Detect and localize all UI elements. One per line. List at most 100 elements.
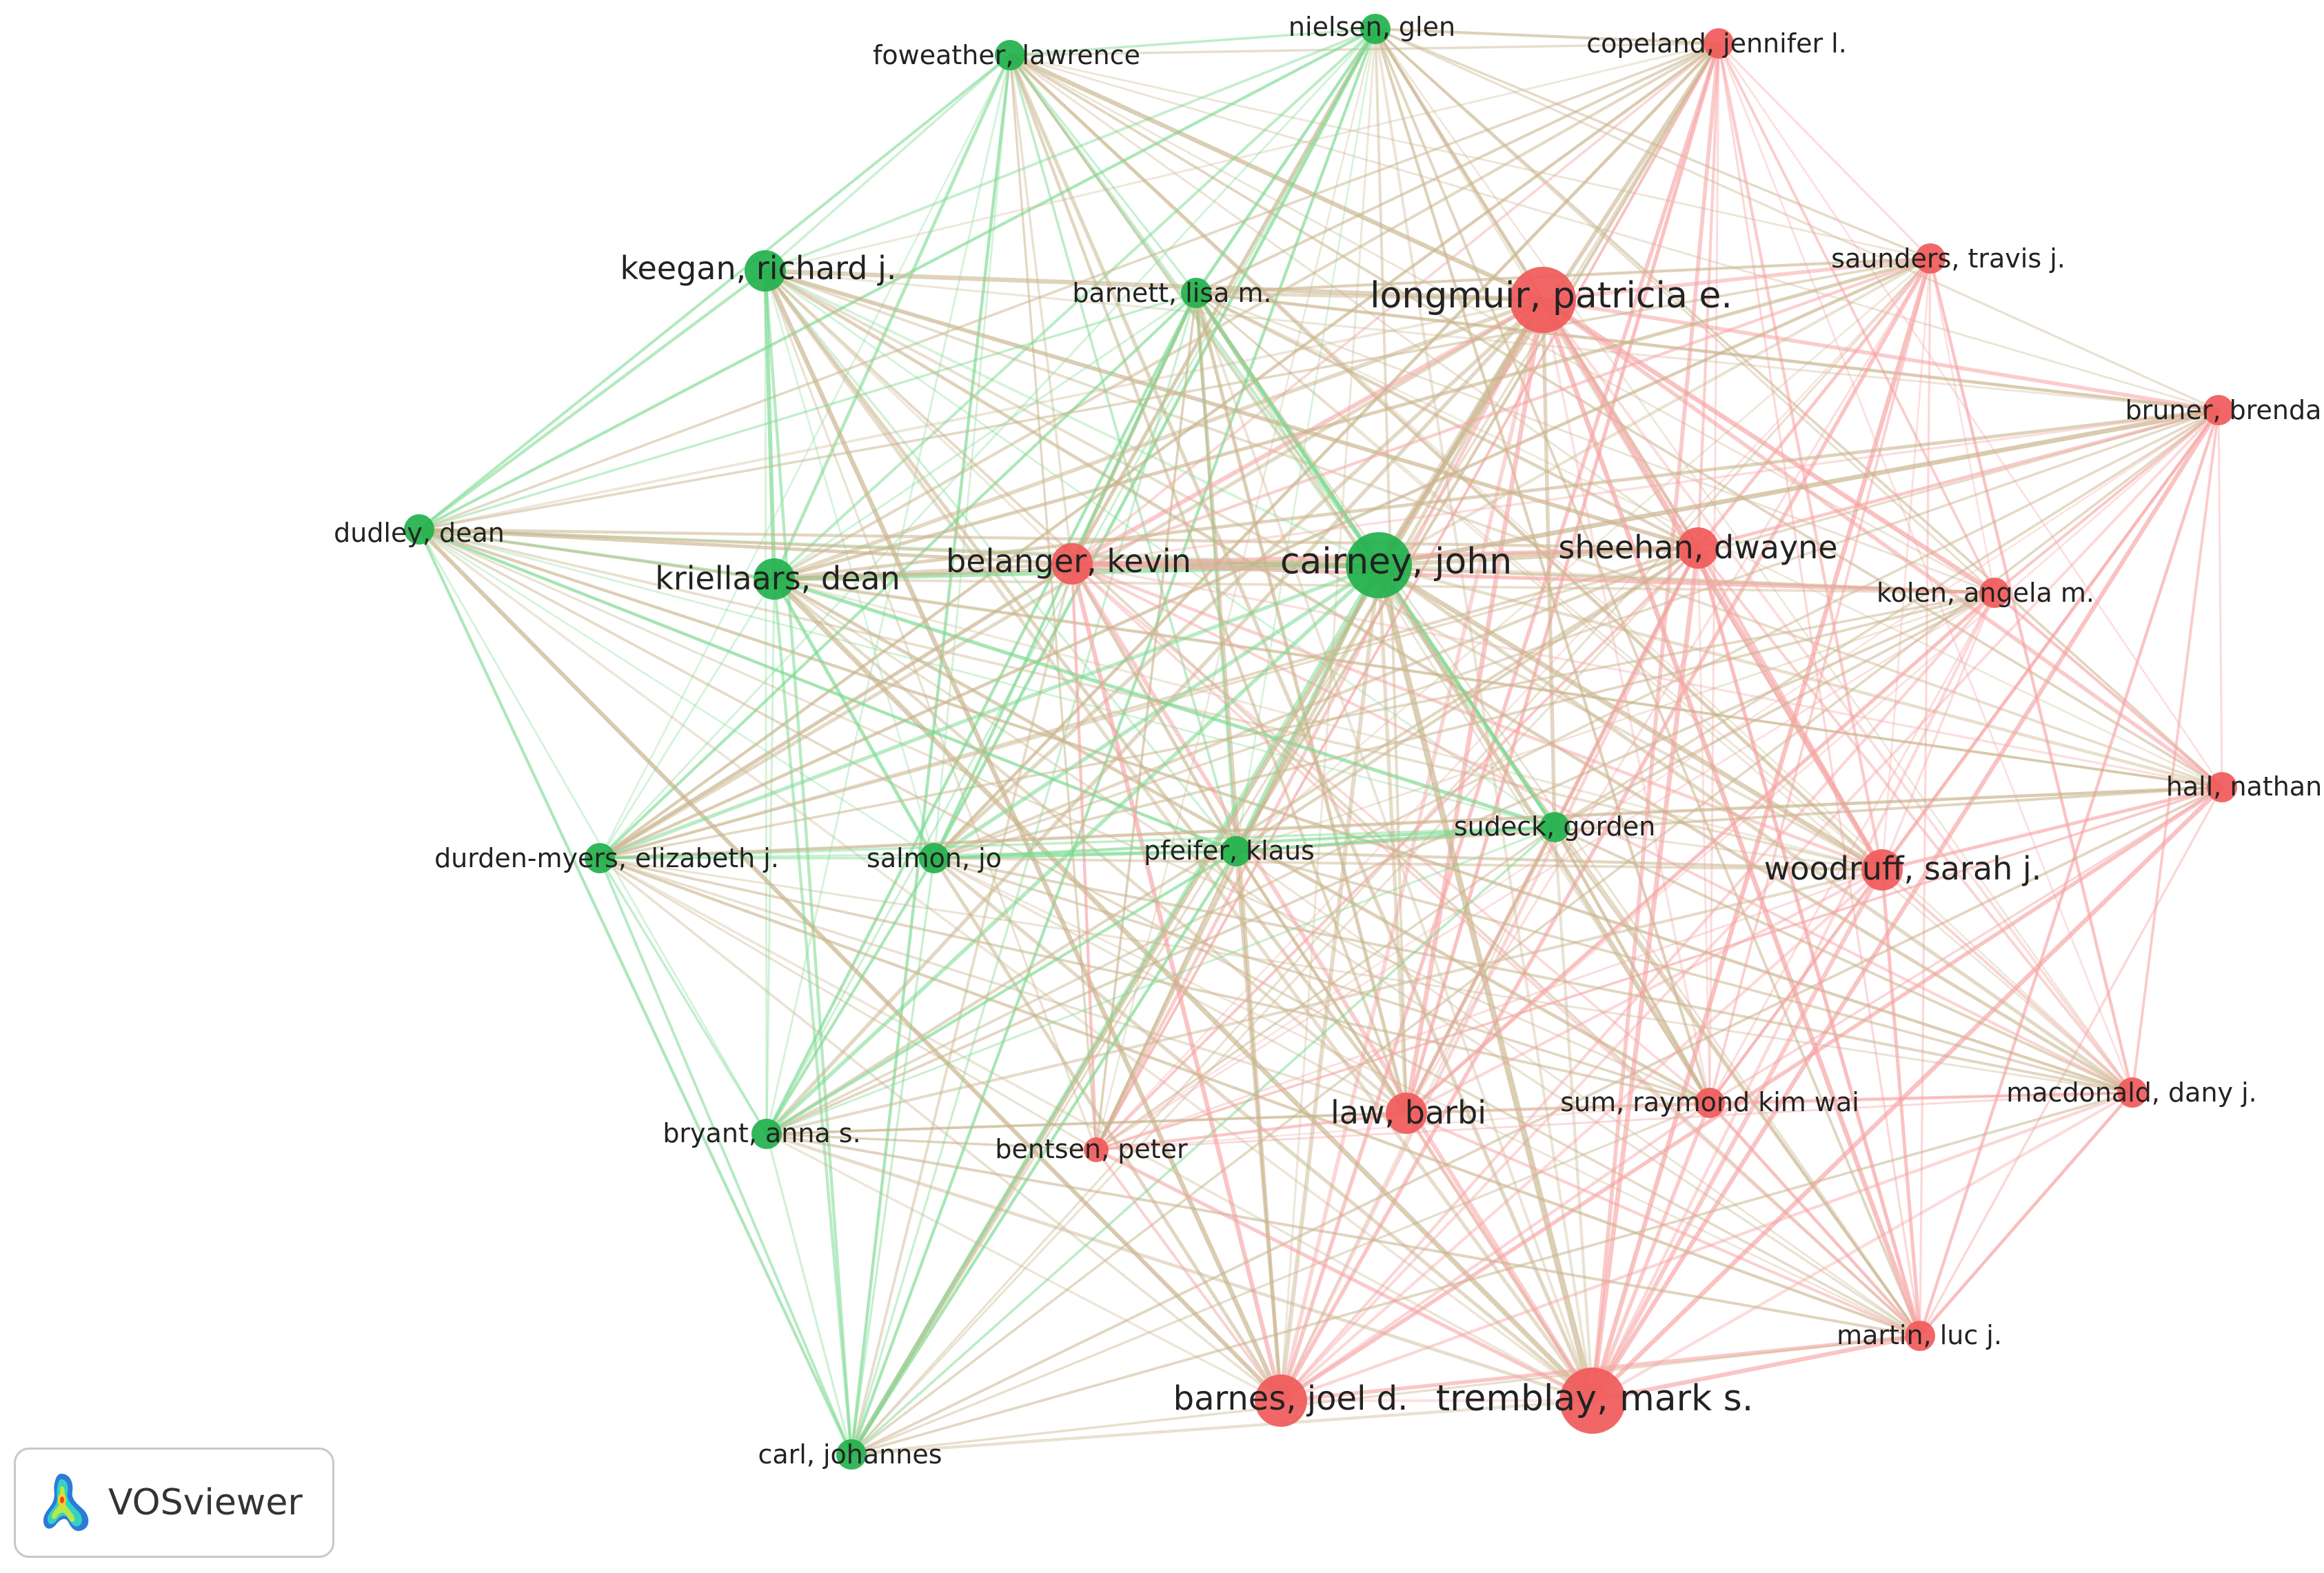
link-copeland-belanger: [1071, 42, 1720, 565]
link-copeland-bentsen: [1095, 42, 1720, 1151]
link-sheehan-tremblay: [1590, 545, 1701, 1403]
link-sudeck-woodruff: [1553, 826, 1883, 871]
node-cairney[interactable]: [1346, 532, 1412, 598]
link-sudeck-law: [1404, 825, 1557, 1115]
link-durden-law: [598, 857, 1408, 1115]
node-kriellaars[interactable]: [754, 558, 795, 600]
node-salmon[interactable]: [919, 843, 949, 873]
link-bruner-sheehan: [1696, 408, 2221, 550]
node-label-sheehan: sheehan, dwayne: [1558, 529, 1837, 566]
link-nielsen-martin: [1374, 28, 1921, 1337]
link-hall-barnes: [1279, 785, 2224, 1403]
vosviewer-badge: VOSviewer: [14, 1448, 334, 1558]
link-martin-tremblay: [1590, 1333, 1923, 1403]
node-martin[interactable]: [1905, 1321, 1935, 1351]
link-barnett-carl: [850, 292, 1198, 1456]
link-bruner-barnes: [1280, 409, 2220, 1402]
link-copeland-barnett: [1195, 42, 1720, 294]
link-cairney-woodruff: [1376, 562, 1885, 873]
link-bruner-martin: [1918, 408, 2221, 1338]
node-saunders[interactable]: [1915, 243, 1946, 274]
node-keegan[interactable]: [745, 250, 786, 292]
link-nielsen-macdonald: [1374, 28, 2134, 1094]
link-foweather-belanger: [1009, 54, 1073, 565]
link-bentsen-macdonald: [1095, 1091, 2134, 1151]
node-label-kriellaars: kriellaars, dean: [655, 560, 900, 597]
node-pfeifer[interactable]: [1221, 836, 1251, 866]
link-nielsen-kriellaars: [772, 27, 1377, 581]
link-kolen-salmon: [933, 591, 1996, 860]
link-durden-carl: [598, 857, 853, 1456]
link-foweather-carl: [849, 53, 1012, 1457]
link-barnett-bruner: [1194, 291, 2221, 412]
node-bryant[interactable]: [751, 1119, 782, 1149]
node-durden[interactable]: [585, 843, 615, 873]
link-longmuir-bentsen: [1094, 298, 1545, 1152]
node-belanger[interactable]: [1051, 543, 1093, 585]
node-sheehan[interactable]: [1677, 527, 1719, 569]
link-cairney-hall: [1377, 563, 2224, 789]
node-hall[interactable]: [2207, 772, 2237, 802]
link-salmon-woodruff: [933, 857, 1883, 871]
link-durden-bentsen: [598, 857, 1098, 1151]
node-macdonald[interactable]: [2117, 1077, 2148, 1108]
link-kriellaars-sudeck: [772, 577, 1557, 829]
node-woodruff[interactable]: [1861, 849, 1903, 891]
link-copeland-salmon: [932, 41, 1721, 860]
link-foweather-saunders: [1009, 54, 1932, 260]
node-label-tremblay: tremblay, mark s.: [1436, 1378, 1754, 1419]
link-kolen-bryant: [765, 591, 1996, 1135]
link-cairney-tremblay: [1375, 562, 1596, 1404]
link-cairney-salmon: [932, 563, 1381, 860]
node-label-carl: carl, johannes: [758, 1439, 942, 1470]
link-saunders-sheehan: [1696, 256, 1932, 550]
node-copeland[interactable]: [1704, 28, 1734, 59]
link-keegan-cairney: [764, 270, 1380, 567]
link-hall-tremblay: [1590, 784, 2225, 1403]
link-dudley-macdonald: [417, 527, 2134, 1095]
node-label-barnes: barnes, joel d.: [1173, 1379, 1408, 1418]
node-label-salmon: salmon, jo: [867, 843, 1002, 873]
link-kriellaars-carl: [772, 577, 853, 1457]
node-law[interactable]: [1386, 1093, 1427, 1134]
node-barnes[interactable]: [1255, 1374, 1307, 1427]
node-nielsen[interactable]: [1360, 14, 1391, 44]
node-label-kolen: kolen, angela m.: [1877, 578, 2094, 608]
link-salmon-martin: [933, 857, 1921, 1337]
node-bruner[interactable]: [2203, 395, 2234, 425]
node-label-bruner: bruner, brenda: [2125, 395, 2322, 425]
node-dudley[interactable]: [404, 514, 434, 545]
link-hall-martin: [1919, 786, 2223, 1337]
node-tremblay[interactable]: [1559, 1368, 1626, 1434]
link-pfeifer-macdonald: [1235, 850, 2134, 1094]
node-sum[interactable]: [1695, 1088, 1725, 1118]
link-copeland-martin: [1717, 42, 1921, 1337]
link-kriellaars-salmon: [772, 577, 936, 860]
link-barnett-macdonald: [1195, 292, 2134, 1094]
link-foweather-barnett: [1009, 54, 1198, 294]
link-sheehan-martin: [1696, 546, 1922, 1338]
link-hall-bentsen: [1095, 786, 2223, 1151]
link-sheehan-bentsen: [1095, 547, 1699, 1151]
link-saunders-woodruff: [1881, 257, 1932, 871]
node-carl[interactable]: [836, 1439, 867, 1470]
node-sudeck[interactable]: [1539, 812, 1570, 842]
node-foweather[interactable]: [995, 40, 1025, 70]
link-keegan-carl: [763, 269, 853, 1457]
node-label-bryant: bryant, anna s.: [663, 1118, 860, 1148]
node-kolen[interactable]: [1979, 578, 2010, 608]
node-longmuir[interactable]: [1510, 267, 1576, 333]
link-dudley-tremblay: [418, 528, 1594, 1402]
link-kriellaars-martin: [773, 578, 1921, 1337]
link-saunders-kriellaars: [772, 256, 1932, 581]
link-sudeck-bentsen: [1095, 826, 1556, 1151]
link-barnett-longmuir: [1194, 291, 1545, 302]
node-label-law: law, barbi: [1331, 1094, 1486, 1131]
node-label-bentsen: bentsen, peter: [995, 1134, 1188, 1164]
link-kolen-woodruff: [1881, 591, 1996, 871]
link-durden-macdonald: [598, 857, 2134, 1094]
node-bentsen[interactable]: [1084, 1137, 1109, 1162]
node-barnett[interactable]: [1181, 278, 1211, 308]
node-label-belanger: belanger, kevin: [946, 542, 1191, 580]
